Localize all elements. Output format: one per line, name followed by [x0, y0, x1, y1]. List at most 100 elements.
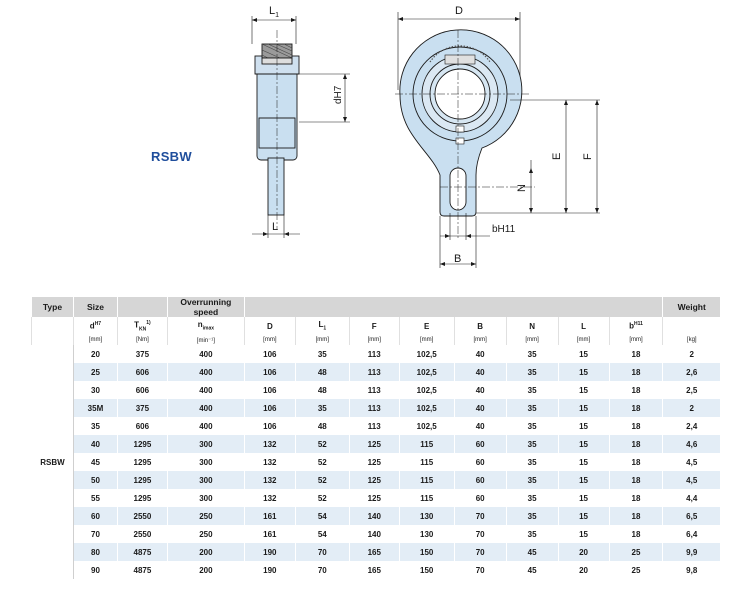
table-cell: 30: [72, 381, 118, 399]
table-cell: 90: [72, 561, 118, 579]
table-cell: 161: [243, 525, 296, 543]
column-header-7: B: [453, 317, 507, 335]
table-cell: 20: [557, 543, 610, 561]
table-cell: 35: [505, 381, 559, 399]
table-cell: 6,5: [662, 507, 720, 525]
table-cell: 115: [398, 471, 455, 489]
table-cell: 15: [557, 417, 610, 435]
table-cell: 165: [348, 561, 400, 579]
table-cell: 400: [166, 417, 245, 435]
label-n: N: [516, 184, 528, 192]
table-cell: 52: [294, 489, 350, 507]
table-cell: 60: [453, 489, 507, 507]
column-header-3: D: [243, 317, 296, 335]
column-header-10: bH11: [608, 317, 663, 335]
table-cell: 35: [505, 345, 559, 363]
column-header-2: nimax: [166, 317, 245, 335]
label-l: L: [272, 221, 278, 233]
table-cell: 113: [348, 381, 400, 399]
table-cell: 18: [608, 363, 663, 381]
table-cell: 60: [453, 471, 507, 489]
table-cell: 125: [348, 471, 400, 489]
table-cell: 35: [505, 507, 559, 525]
table-cell: 35M: [72, 399, 118, 417]
table-cell: 132: [243, 489, 296, 507]
table-cell: 18: [608, 471, 663, 489]
table-cell: 70: [72, 525, 118, 543]
table-cell: 9,9: [662, 543, 720, 561]
table-cell: 18: [608, 453, 663, 471]
table-cell: 125: [348, 453, 400, 471]
table-cell: 35: [505, 471, 559, 489]
table-cell: 52: [294, 453, 350, 471]
column-unit-7: [mm]: [453, 335, 507, 345]
column-header-1: TKN1): [116, 317, 168, 335]
technical-drawing: L1 D dH7 E F N L bH11 B: [251, 5, 600, 268]
table-cell: 113: [348, 399, 400, 417]
table-cell: 140: [348, 525, 400, 543]
table-cell: 113: [348, 363, 400, 381]
table-cell: 35: [294, 345, 350, 363]
column-unit-10: [mm]: [608, 335, 663, 345]
table-cell: 70: [294, 561, 350, 579]
table-cell: 102,5: [398, 381, 455, 399]
label-bh11: bH11: [492, 224, 516, 235]
table-cell: 2550: [116, 507, 168, 525]
table-cell: 375: [116, 399, 168, 417]
table-cell: 20: [72, 345, 118, 363]
table-cell: 48: [294, 363, 350, 381]
table-cell: 102,5: [398, 399, 455, 417]
label-dh7: dH7: [333, 85, 344, 104]
table-cell: 606: [116, 381, 168, 399]
table-cell: 35: [505, 453, 559, 471]
table-cell: 190: [243, 561, 296, 579]
table-cell: 132: [243, 471, 296, 489]
column-header-8: N: [505, 317, 559, 335]
table-cell: 55: [72, 489, 118, 507]
table-cell: 35: [505, 525, 559, 543]
table-cell: 18: [608, 381, 663, 399]
table-cell: 113: [348, 345, 400, 363]
table-cell: 4,6: [662, 435, 720, 453]
table-cell: 165: [348, 543, 400, 561]
table-cell: 130: [398, 507, 455, 525]
column-unit-3: [mm]: [243, 335, 296, 345]
table-cell: 15: [557, 399, 610, 417]
table-cell: 150: [398, 543, 455, 561]
label-b: B: [454, 253, 461, 265]
column-unit-1: [Nm]: [116, 335, 168, 345]
table-cell: 106: [243, 381, 296, 399]
table-cell: 25: [608, 543, 663, 561]
table-cell: 45: [505, 543, 559, 561]
header-size: Size: [72, 297, 118, 317]
column-unit-6: [mm]: [398, 335, 455, 345]
table-cell: 52: [294, 435, 350, 453]
type-cell: RSBW: [31, 345, 74, 579]
table-cell: 70: [453, 525, 507, 543]
header-type: Type: [31, 297, 74, 317]
table-cell: 140: [348, 507, 400, 525]
table-cell: 400: [166, 381, 245, 399]
table-cell: 15: [557, 381, 610, 399]
table-cell: 2,5: [662, 381, 720, 399]
label-d-outer: D: [455, 5, 463, 17]
table-cell: 2: [662, 345, 720, 363]
table-cell: 54: [294, 525, 350, 543]
table-cell: 2: [662, 399, 720, 417]
table-cell: 125: [348, 435, 400, 453]
table-cell: 4,4: [662, 489, 720, 507]
table-cell: 1295: [116, 471, 168, 489]
table-cell: 18: [608, 417, 663, 435]
table-cell: 48: [294, 381, 350, 399]
table-cell: 161: [243, 507, 296, 525]
table-cell: 70: [294, 543, 350, 561]
table-cell: 25: [72, 363, 118, 381]
